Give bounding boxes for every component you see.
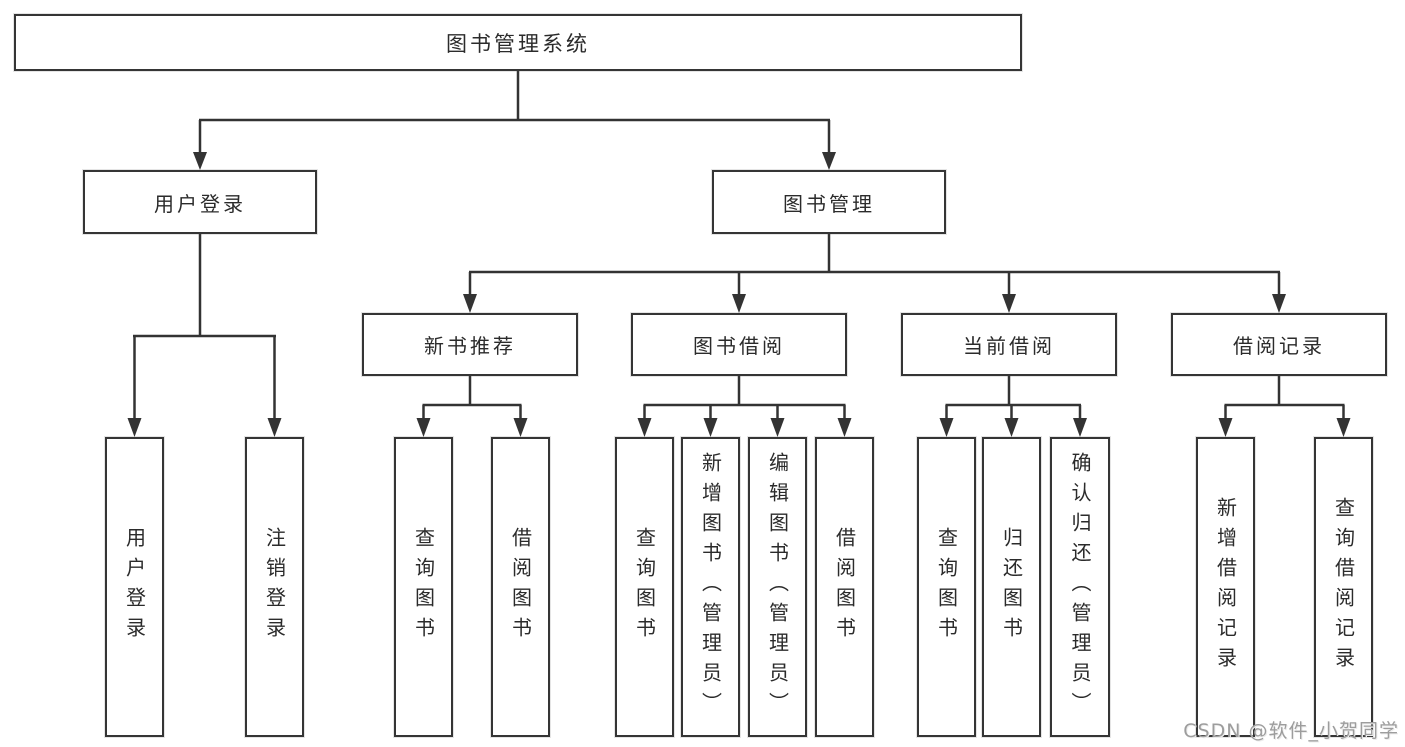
leaf-edit-book-admin-label: 编辑图书（管理员）: [765, 452, 790, 722]
leaf-user-login: 用户登录: [105, 437, 164, 737]
leaf-add-borrow-record: 新增借阅记录: [1196, 437, 1255, 737]
connector-current-borrow-children: [939, 376, 1087, 437]
node-user-login: 用户登录: [83, 170, 317, 234]
connector-book-borrow-children: [637, 376, 852, 437]
node-new-book-recommend-label: 新书推荐: [424, 334, 516, 358]
connector-user-login-children: [127, 234, 282, 437]
node-book-management-label: 图书管理: [783, 191, 875, 216]
connector-new-book-recommend-children: [416, 376, 528, 437]
node-current-borrow: 当前借阅: [901, 313, 1117, 376]
leaf-logout: 注销登录: [245, 437, 304, 737]
node-book-borrow: 图书借阅: [631, 313, 847, 376]
leaf-query-borrow-record-label: 查询借阅记录: [1331, 497, 1356, 677]
node-root: 图书管理系统: [14, 14, 1022, 71]
leaf-borrow-books-1: 借阅图书: [491, 437, 550, 737]
leaf-borrow-books-2-label: 借阅图书: [832, 527, 857, 647]
leaf-confirm-return-admin: 确认归还（管理员）: [1050, 437, 1110, 737]
leaf-query-books-2-label: 查询图书: [632, 527, 657, 647]
node-current-borrow-label: 当前借阅: [963, 334, 1055, 358]
connector-borrow-records-children: [1218, 376, 1351, 437]
node-book-borrow-label: 图书借阅: [693, 334, 785, 358]
leaf-query-books-2: 查询图书: [615, 437, 674, 737]
node-borrow-records-label: 借阅记录: [1233, 334, 1325, 358]
node-user-login-label: 用户登录: [154, 191, 246, 216]
connector-book-management-children: [463, 234, 1286, 313]
leaf-borrow-books-2: 借阅图书: [815, 437, 874, 737]
connector-root-to-level2: [193, 71, 836, 170]
leaf-confirm-return-admin-label: 确认归还（管理员）: [1068, 452, 1092, 722]
node-root-label: 图书管理系统: [446, 31, 590, 56]
node-book-management: 图书管理: [712, 170, 946, 234]
leaf-query-books-1: 查询图书: [394, 437, 453, 737]
node-borrow-records: 借阅记录: [1171, 313, 1387, 376]
leaf-query-books-1-label: 查询图书: [411, 527, 436, 647]
leaf-edit-book-admin: 编辑图书（管理员）: [748, 437, 807, 737]
leaf-query-borrow-record: 查询借阅记录: [1314, 437, 1373, 737]
leaf-return-book-label: 归还图书: [999, 527, 1024, 647]
leaf-user-login-label: 用户登录: [122, 527, 147, 647]
leaf-return-book: 归还图书: [982, 437, 1041, 737]
node-new-book-recommend: 新书推荐: [362, 313, 578, 376]
leaf-borrow-books-1-label: 借阅图书: [508, 527, 533, 647]
leaf-query-books-3: 查询图书: [917, 437, 976, 737]
leaf-add-borrow-record-label: 新增借阅记录: [1213, 497, 1238, 677]
leaf-add-book-admin: 新增图书（管理员）: [681, 437, 740, 737]
leaf-query-books-3-label: 查询图书: [934, 527, 959, 647]
leaf-logout-label: 注销登录: [262, 527, 287, 647]
leaf-add-book-admin-label: 新增图书（管理员）: [698, 452, 723, 722]
